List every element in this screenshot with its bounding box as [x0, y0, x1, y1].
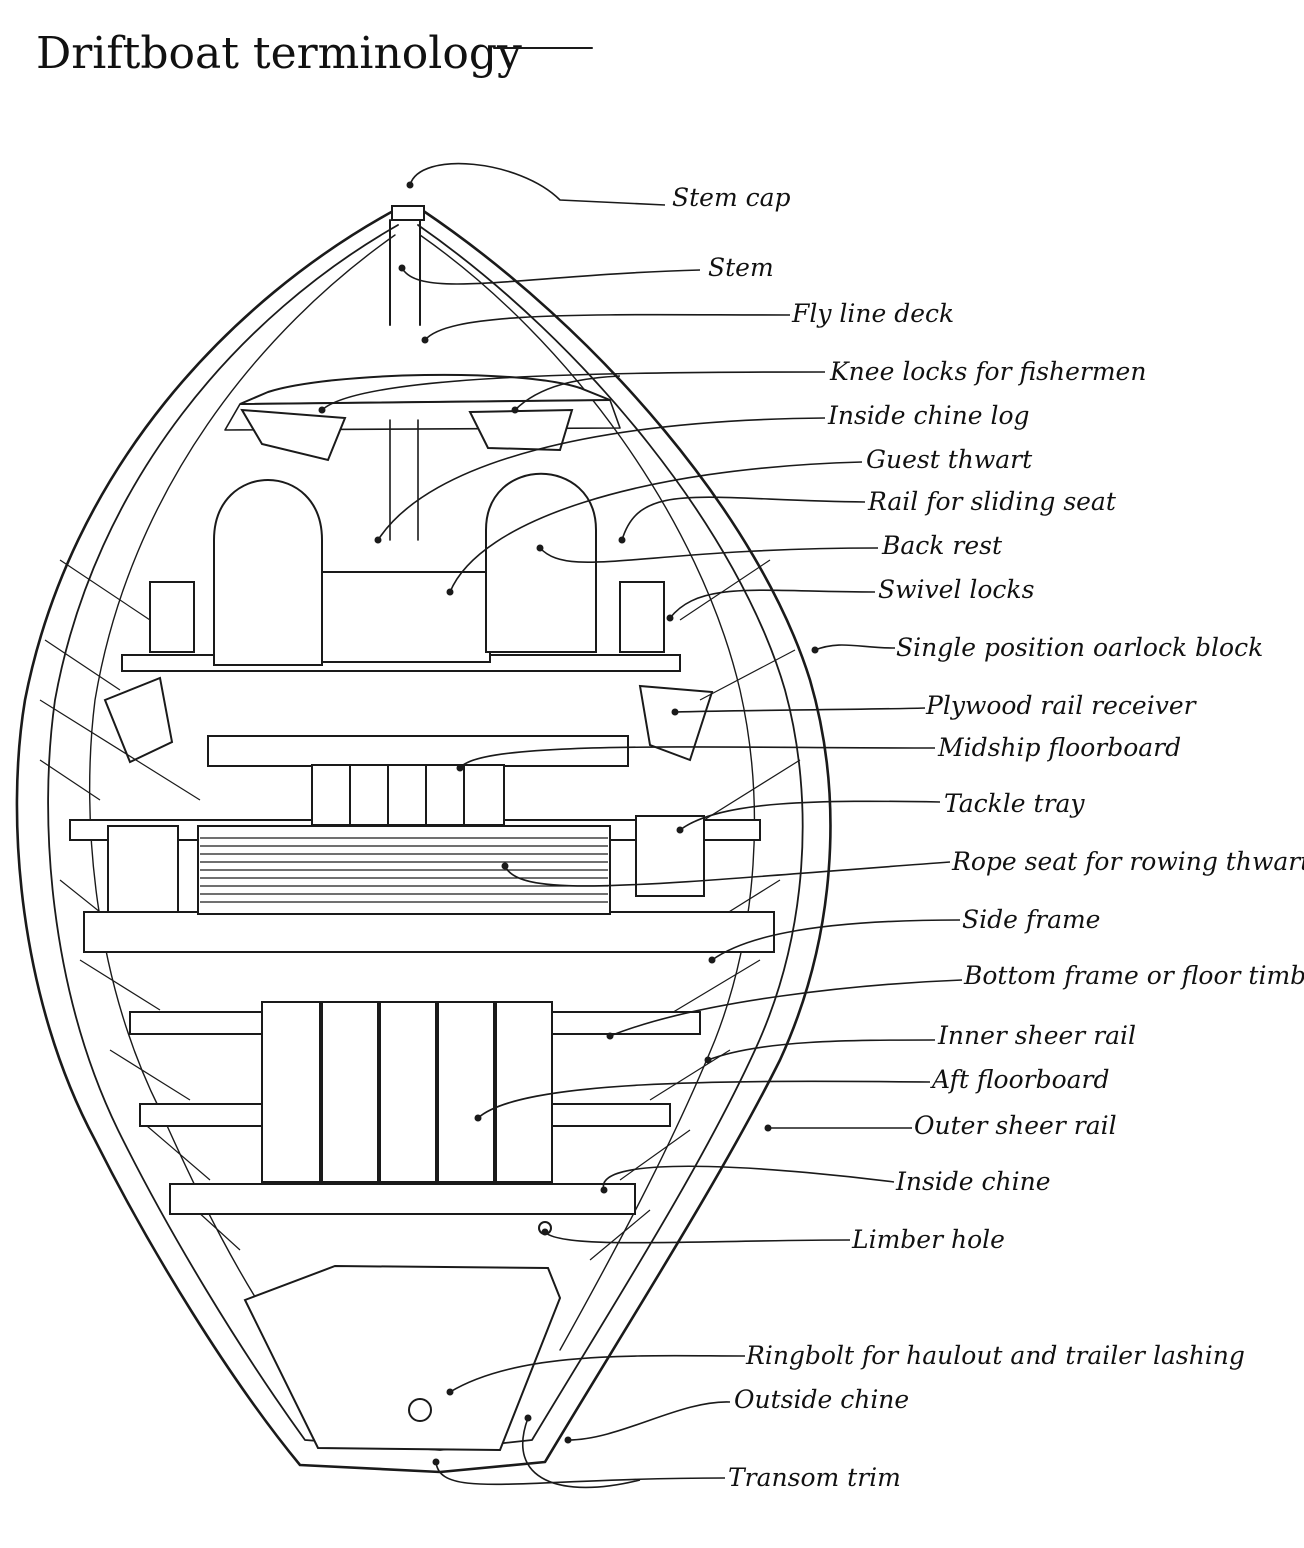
fly-line-deck — [239, 373, 611, 405]
chine-line-right — [419, 234, 756, 1351]
label-stem-cap: Stem cap — [672, 183, 791, 212]
part-labels: Stem cap Stem Fly line deck Knee locks f… — [672, 183, 1304, 1492]
leader-bottom-frame — [609, 979, 963, 1037]
ringbolt — [408, 1398, 432, 1422]
label-fly-line-deck: Fly line deck — [791, 299, 954, 328]
leader-aft-floorboard — [477, 1080, 931, 1119]
leader-guest-thwart — [449, 461, 863, 593]
aft-floorboard — [261, 1001, 553, 1183]
leader-rail-receiver — [674, 707, 926, 713]
back-rest-left — [213, 479, 323, 666]
leader-outside-chine — [567, 1401, 731, 1441]
label-inside-chine: Inside chine — [895, 1167, 1051, 1196]
outer-hull-outline — [15, 208, 832, 1474]
label-aft-floorboard: Aft floorboard — [930, 1065, 1110, 1094]
label-outer-sheer-rail: Outer sheer rail — [914, 1111, 1117, 1140]
rail-receiver-left — [103, 676, 174, 764]
knee-lock-right — [468, 408, 574, 452]
stem-cap-shape — [391, 205, 425, 221]
label-stem: Stem — [708, 253, 774, 282]
tackle-tray — [107, 825, 179, 913]
leader-fly-line-deck — [424, 313, 791, 341]
leader-swivel-locks — [669, 589, 876, 619]
label-midship-floorboard: Midship floorboard — [937, 733, 1181, 762]
leader-outside-chine-2 — [522, 1417, 641, 1489]
leader-knee-locks — [321, 371, 826, 411]
leader-stem — [401, 267, 701, 285]
transom — [243, 1264, 562, 1452]
hull-drawing — [15, 205, 832, 1474]
leader-rail-sliding-seat — [621, 496, 866, 541]
leader-back-rest — [539, 547, 879, 563]
leader-stem-cap — [409, 162, 666, 206]
midship-floorboard — [311, 764, 505, 826]
label-outside-chine: Outside chine — [734, 1385, 909, 1414]
label-swivel-locks: Swivel locks — [878, 575, 1034, 604]
label-guest-thwart: Guest thwart — [866, 445, 1033, 474]
rail-receiver-right — [638, 684, 714, 762]
bottom-frame-3 — [83, 911, 775, 953]
back-rest-right — [485, 472, 597, 653]
label-inner-sheer-rail: Inner sheer rail — [937, 1021, 1136, 1050]
front-seat-box — [321, 571, 491, 663]
label-transom-trim: Transom trim — [728, 1463, 901, 1492]
deck-edge — [224, 399, 621, 431]
label-bottom-frame: Bottom frame or floor timber — [963, 961, 1304, 990]
leader-ringbolt — [449, 1354, 746, 1393]
label-back-rest: Back rest — [881, 531, 1003, 560]
bottom-frame-6 — [169, 1183, 636, 1215]
label-rail-receiver: Plywood rail receiver — [925, 691, 1198, 720]
leader-lines — [318, 162, 963, 1489]
leader-rope-seat — [504, 861, 951, 887]
label-rail-sliding-seat: Rail for sliding seat — [867, 487, 1117, 516]
knee-lock-left — [240, 408, 347, 462]
frames-left — [39, 559, 241, 1251]
bottom-frame-1 — [207, 735, 629, 767]
leader-limber-hole — [544, 1231, 851, 1244]
leader-side-frame — [711, 919, 961, 961]
leader-inside-chine — [602, 1165, 895, 1191]
label-tackle-tray: Tackle tray — [944, 789, 1085, 818]
leader-midship-floorboard — [459, 746, 936, 769]
label-oarlock-block: Single position oarlock block — [896, 633, 1263, 662]
oarlock-block-right — [619, 581, 665, 653]
label-ringbolt: Ringbolt for haulout and trailer lashing — [745, 1341, 1245, 1370]
rope-seat — [197, 825, 611, 915]
label-limber-hole: Limber hole — [851, 1225, 1005, 1254]
label-inside-chine-log: Inside chine log — [827, 401, 1030, 430]
label-knee-locks: Knee locks for fishermen — [829, 357, 1146, 386]
label-rope-seat: Rope seat for rowing thwart — [951, 847, 1304, 876]
leader-transom-trim — [435, 1461, 726, 1486]
leader-tackle-tray — [679, 800, 941, 831]
leader-inside-chine-log — [377, 417, 826, 541]
diagram-title: Driftboat terminology — [36, 28, 522, 79]
oarlock-block-left — [149, 581, 195, 653]
leader-inner-sheer-rail — [707, 1039, 936, 1061]
leader-oarlock-block — [814, 644, 896, 651]
leader-knee-locks-2 — [514, 375, 621, 411]
label-side-frame: Side frame — [962, 905, 1100, 934]
frames-right — [589, 559, 801, 1261]
